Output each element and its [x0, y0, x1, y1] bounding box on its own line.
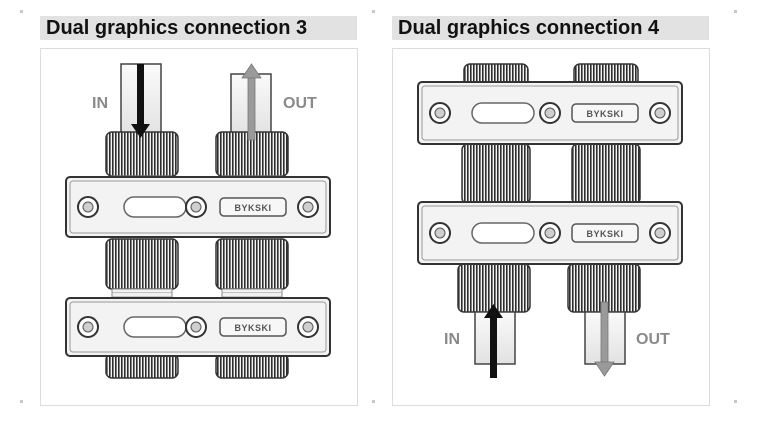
- corner-marker: [734, 10, 737, 13]
- out-arrow-icon: [594, 301, 615, 377]
- out-label: OUT: [283, 95, 317, 112]
- panel-connection-3: Dual graphics connection 3: [40, 14, 360, 409]
- out-arrow-icon: [241, 63, 262, 141]
- panel-title: Dual graphics connection 3: [40, 16, 357, 40]
- brand-logo: BYKSKI: [586, 109, 623, 119]
- bridge-block-top: BYKSKI: [417, 81, 683, 145]
- diagram-frame: [392, 48, 710, 406]
- brand-logo: BYKSKI: [234, 203, 271, 213]
- bridge-block-top: BYKSKI: [65, 176, 331, 238]
- corner-marker: [372, 10, 375, 13]
- in-label: IN: [444, 331, 460, 348]
- in-arrow-icon: [131, 64, 150, 138]
- bridge-block-bottom: BYKSKI: [65, 297, 331, 357]
- corner-marker: [20, 400, 23, 403]
- dual-gpu-connection-diagram: BYKSKI BYKSKI IN OUT: [65, 63, 331, 379]
- brand-logo: BYKSKI: [586, 229, 623, 239]
- corner-marker: [372, 400, 375, 403]
- panel-connection-4: Dual graphics connection 4: [392, 14, 712, 409]
- out-label: OUT: [636, 331, 670, 348]
- dual-gpu-connection-diagram: BYKSKI BYKSKI IN OUT: [417, 63, 683, 378]
- panel-title: Dual graphics connection 4: [392, 16, 709, 40]
- bridge-block-bottom: BYKSKI: [417, 201, 683, 265]
- brand-logo: BYKSKI: [234, 323, 271, 333]
- in-arrow-icon: [484, 304, 503, 378]
- corner-marker: [20, 10, 23, 13]
- diagram-frame: [40, 48, 358, 406]
- in-label: IN: [92, 95, 108, 112]
- corner-marker: [734, 400, 737, 403]
